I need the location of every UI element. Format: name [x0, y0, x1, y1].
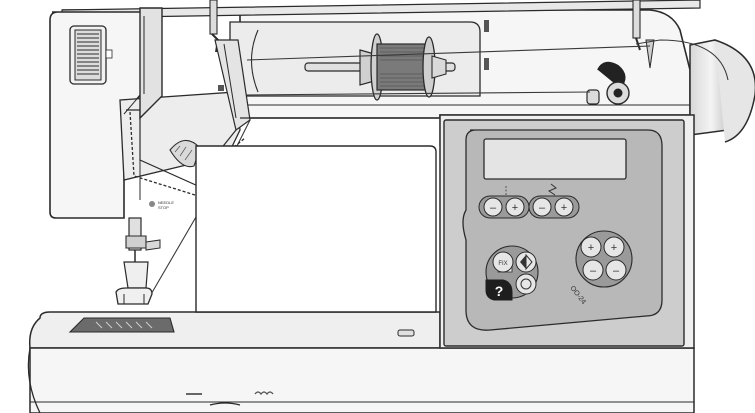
handwheel: [689, 39, 755, 143]
stitch-length-plus-label: +: [561, 202, 567, 214]
needle-stop-indicator: NEEDLE STOP: [149, 200, 174, 210]
needle-stop-label-1: NEEDLE: [158, 200, 174, 205]
fix-label: FIX: [498, 261, 507, 267]
stitch-length-minus-button[interactable]: [532, 197, 552, 217]
arrow-right-down-button[interactable]: [605, 259, 627, 281]
help-symbol: ?: [495, 283, 504, 299]
mirror-icon: [520, 255, 526, 269]
stitch-length-minus-label: –: [539, 202, 546, 214]
needle-stop-label-2: STOP: [158, 205, 169, 210]
top-slots: [484, 20, 489, 70]
stitch-width-plus-button[interactable]: [505, 197, 525, 217]
arrow-left-down-button[interactable]: [582, 259, 604, 281]
stitch-length-plus-button[interactable]: [554, 197, 574, 217]
stitch-width-plus-label: +: [512, 202, 518, 214]
thread-path: [149, 39, 729, 297]
arrow-right-up-button[interactable]: [603, 236, 625, 258]
machine-bed: [27, 311, 695, 413]
help-button[interactable]: [485, 279, 513, 301]
stitch-width-minus-label: –: [490, 202, 497, 214]
thread-guides: [209, 0, 655, 69]
arrow-left-down-label: –: [590, 265, 597, 277]
arrow-left-up-label: +: [588, 242, 594, 254]
sew-out-icon: [520, 278, 532, 290]
arrow-right-down-label: –: [613, 265, 620, 277]
sewing-opening: [195, 117, 441, 313]
needle-assembly: [115, 217, 161, 305]
sew-out-button[interactable]: [515, 273, 537, 295]
stitch-length-icon: [547, 183, 557, 196]
bobbin-winder: [586, 61, 630, 105]
thread-spool: [304, 33, 456, 101]
stitch-width-minus-button[interactable]: [483, 197, 503, 217]
arrow-right-up-label: +: [611, 242, 617, 254]
control-panel: – + – + FIX ? + + – – OO-24: [462, 129, 663, 331]
fix-button[interactable]: [492, 251, 514, 273]
arrow-left-up-button[interactable]: [580, 236, 602, 258]
lcd-display: [483, 138, 627, 180]
pressure-dial-window: [69, 25, 113, 85]
